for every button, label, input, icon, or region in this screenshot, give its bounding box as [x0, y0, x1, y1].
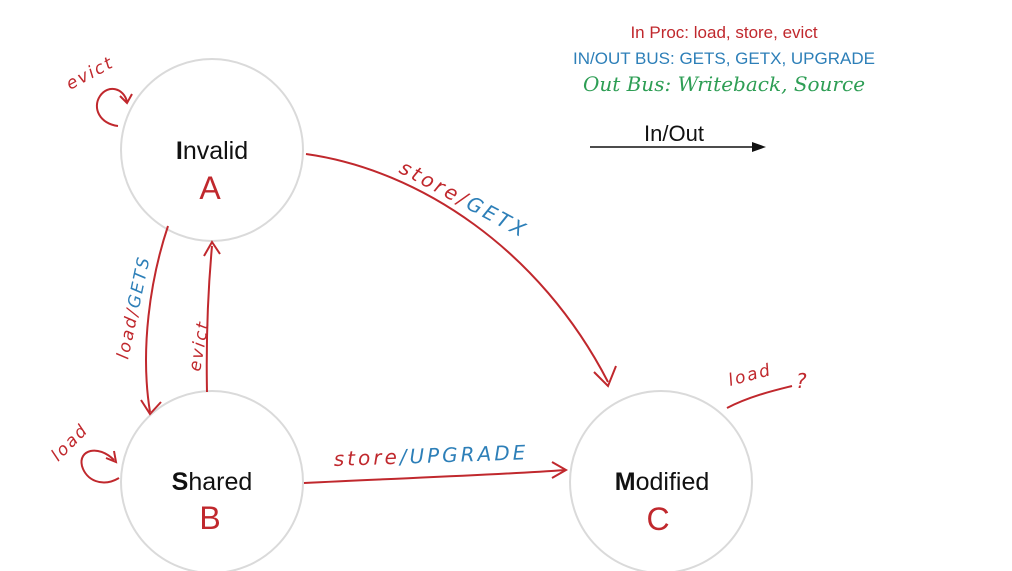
arrow-shared-to-invalid — [205, 245, 213, 393]
in-out-arrowhead — [752, 142, 766, 152]
label-shared-self: load — [47, 420, 92, 465]
in-out-label: In/Out — [644, 121, 704, 146]
label-shared-to-invalid: evict — [185, 319, 214, 373]
state-modified-name: Modified — [615, 468, 710, 496]
arrowhead-invalid-self — [119, 93, 133, 105]
label-shared-to-modified: store/UPGRADE — [333, 440, 528, 471]
arrowhead-shared-self — [105, 450, 118, 464]
arrow-modified-self — [726, 385, 793, 409]
state-shared-letter: B — [199, 500, 220, 536]
arrowhead-invalid-to-shared — [140, 399, 162, 416]
label-modified-self: load — [726, 360, 774, 391]
arrowhead-invalid-to-modified — [593, 365, 617, 388]
state-invalid-letter: A — [199, 170, 221, 206]
legend-proc-line: In Proc: load, store, evict — [630, 23, 817, 42]
state-modified-circle[interactable] — [569, 390, 753, 571]
arrow-shared-self — [80, 449, 120, 484]
label-modified-self-question: ? — [796, 369, 810, 393]
arrow-shared-to-modified — [303, 469, 567, 484]
arrow-invalid-self — [95, 87, 128, 127]
legend-bus-line: IN/OUT BUS: GETS, GETX, UPGRADE — [573, 49, 875, 68]
legend-out-bus-line: Out Bus: Writeback, Source — [583, 72, 865, 96]
state-invalid-name: Invalid — [176, 137, 248, 165]
state-shared-circle[interactable] — [120, 390, 304, 571]
state-shared-name: Shared — [172, 468, 253, 496]
state-modified-letter: C — [646, 501, 669, 537]
arrowhead-shared-to-invalid — [203, 240, 221, 257]
arrow-invalid-to-shared — [145, 225, 169, 413]
label-invalid-to-modified: store/GETX — [396, 155, 533, 243]
arrowhead-shared-to-modified — [551, 461, 569, 479]
arrow-invalid-to-modified — [305, 153, 609, 383]
